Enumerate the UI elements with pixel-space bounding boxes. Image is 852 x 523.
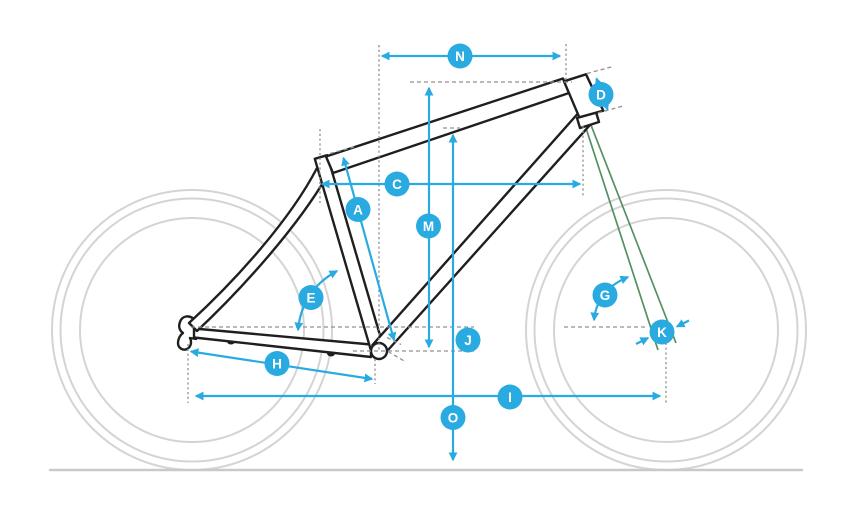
label-badge xyxy=(447,43,473,69)
dim-arrow-k-left xyxy=(635,337,650,346)
top-tube xyxy=(324,77,571,175)
label-badge xyxy=(384,171,410,197)
dim-label-n: N xyxy=(447,43,473,69)
label-letter: I xyxy=(508,390,512,405)
label-letter: G xyxy=(600,288,611,303)
label-badge xyxy=(440,405,466,430)
label-badge xyxy=(455,327,481,353)
label-letter: O xyxy=(448,411,459,426)
label-letter: E xyxy=(306,291,315,306)
label-letter: J xyxy=(464,333,472,348)
dim-label-j: J xyxy=(455,327,481,353)
steering-axis-line xyxy=(583,121,659,351)
front-tire-inner-circle xyxy=(533,197,799,463)
label-badge xyxy=(592,282,618,308)
label-badge xyxy=(264,351,290,376)
guide-seattube-top-tick xyxy=(329,145,357,155)
fork xyxy=(583,119,677,351)
dim-label-c: C xyxy=(384,171,410,197)
dim-arrow-k-right xyxy=(675,319,690,328)
frame xyxy=(176,73,605,361)
label-badge xyxy=(298,285,324,310)
dim-label-g: G xyxy=(592,282,618,308)
label-letter: C xyxy=(392,177,402,192)
dim-label-a: A xyxy=(345,197,371,222)
dim-label-i: I xyxy=(497,384,523,410)
guide-headtube-bottom-tick xyxy=(597,105,624,114)
dim-label-k: K xyxy=(649,319,675,345)
dim-label-m: M xyxy=(416,213,441,239)
label-letter: N xyxy=(455,49,465,64)
dim-arrow-a xyxy=(341,156,397,342)
label-badge xyxy=(649,319,675,345)
label-badge xyxy=(345,197,371,222)
label-letter: H xyxy=(272,357,282,372)
label-letter: A xyxy=(353,203,363,218)
label-letter: M xyxy=(423,219,434,234)
label-letter: D xyxy=(596,88,606,103)
guide-headtube-top-tick xyxy=(586,65,614,75)
dim-label-o: O xyxy=(440,405,466,430)
front-rim-circle xyxy=(553,217,779,443)
dim-label-h: H xyxy=(264,351,290,376)
guide-bb-diagonal-tick xyxy=(387,350,406,363)
labels: N D C A M E G K xyxy=(264,43,675,430)
label-badge xyxy=(588,82,614,107)
label-letter: K xyxy=(657,325,667,340)
fork-blade-line xyxy=(588,119,677,344)
dim-label-e: E xyxy=(298,285,324,310)
dim-label-d: D xyxy=(588,82,614,107)
label-badge xyxy=(497,384,523,410)
label-badge xyxy=(416,213,441,239)
